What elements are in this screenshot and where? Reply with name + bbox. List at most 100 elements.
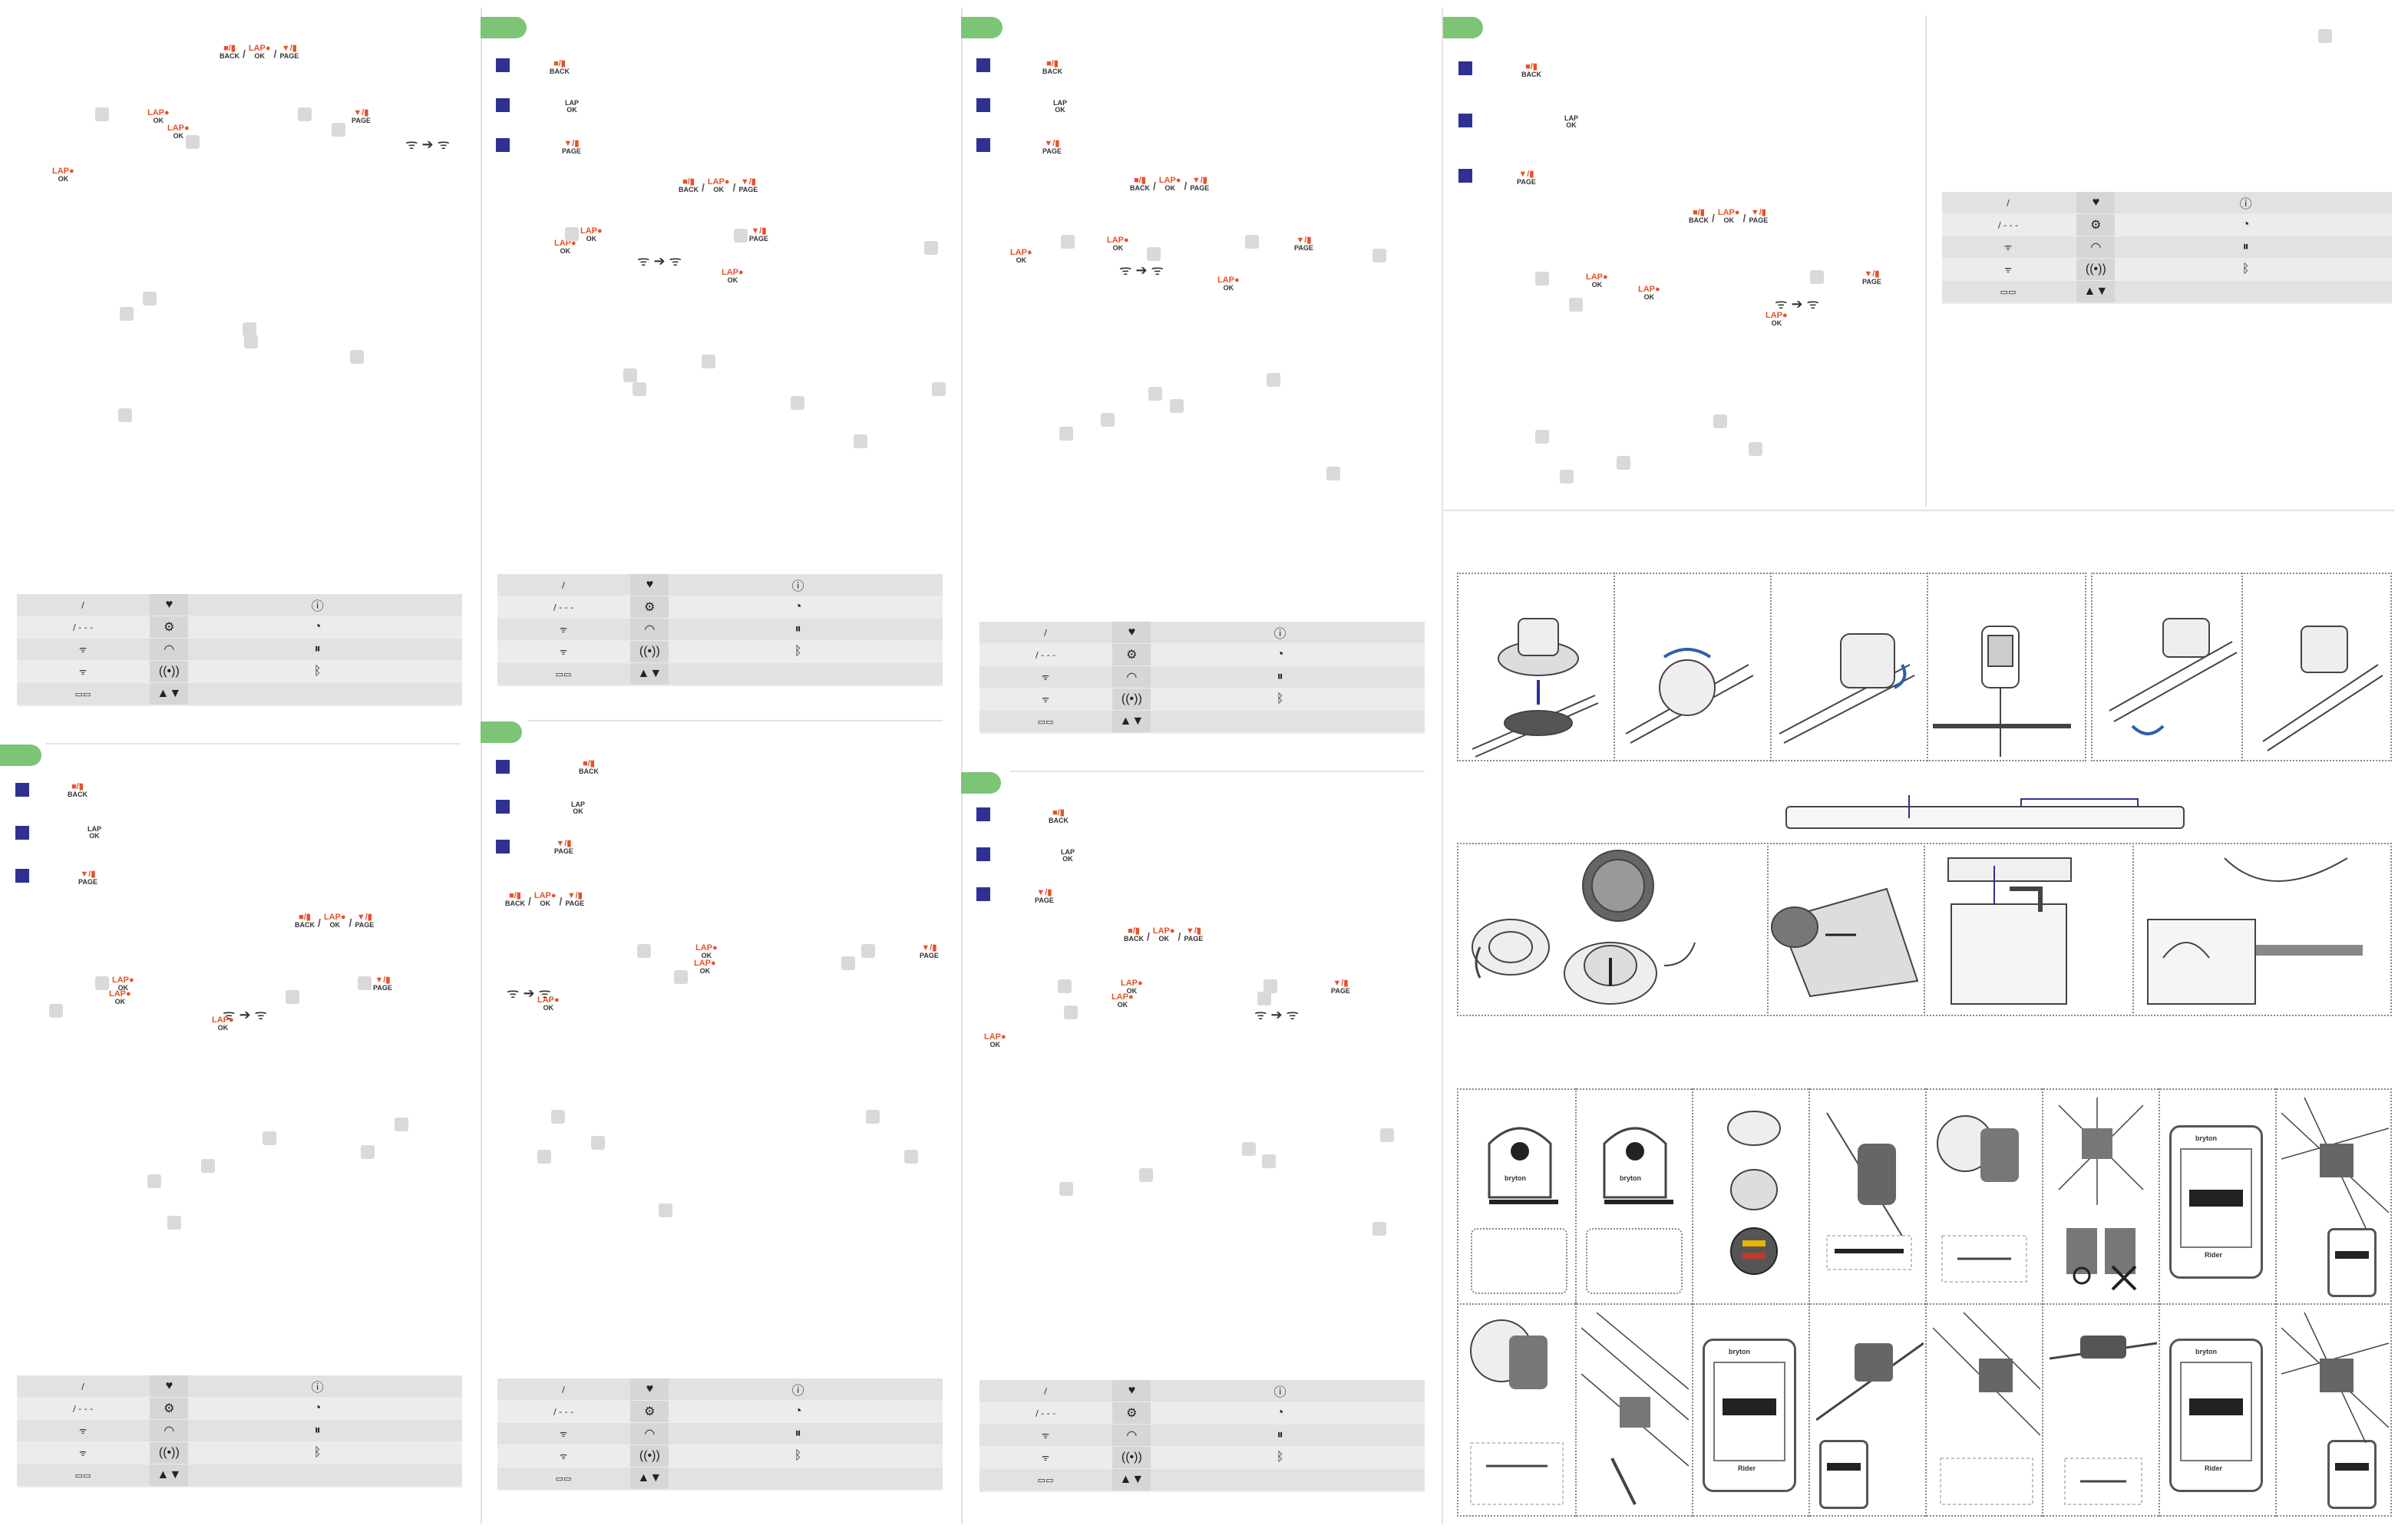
legend-icon: ⚙ — [630, 1401, 669, 1422]
inline-icon-placeholder — [120, 307, 134, 321]
divider — [1614, 573, 1615, 761]
legend-icon: ◠ — [2076, 236, 2116, 258]
inline-icon-placeholder — [637, 944, 651, 958]
sensor-mount-step — [1826, 1112, 1912, 1270]
legend-row: / - - -⚙◔ — [17, 616, 462, 638]
inline-icon-placeholder — [1139, 1168, 1153, 1182]
icon-legend-table: /♥ⓘ/ - - -⚙◔ᯤ◠⏸ᯤ((•))ᛒ▭▭▲▼ — [979, 622, 1425, 734]
legend-symbol: ᯤ — [559, 646, 568, 657]
inline-icon-placeholder — [263, 1131, 276, 1145]
inline-icon-placeholder — [1101, 413, 1115, 427]
zip-tie-detail — [1586, 1228, 1683, 1294]
device-model-label: Rider — [2205, 1464, 2223, 1472]
mount-drawings — [1472, 618, 2383, 758]
step-marker — [1458, 169, 1472, 183]
sensor-mount-step — [1816, 1342, 1924, 1421]
legend-icon: ᛒ — [794, 645, 802, 658]
legend-row: ᯤ◠⏸ — [1942, 236, 2392, 258]
button-row: ■/▮BACK/ LAP●OK/ ▼/▮PAGE — [679, 177, 758, 194]
divider — [1808, 1088, 1810, 1517]
cycling-computer-inset — [2327, 1440, 2377, 1509]
step-marker — [976, 887, 990, 901]
legend-row: ᯤ((•))ᛒ — [497, 641, 943, 662]
legend-row: /♥ⓘ — [17, 1375, 462, 1397]
legend-icon: ◔ — [1276, 648, 1284, 661]
step-marker — [976, 58, 990, 72]
inline-icon-placeholder — [95, 107, 109, 121]
legend-icon — [779, 663, 818, 685]
brand-logo: bryton — [1620, 1174, 1641, 1182]
legend-icon: ⓘ — [791, 580, 804, 593]
device-model-label: Rider — [1738, 1464, 1756, 1472]
page-button-icon: ▼/▮PAGE — [920, 943, 939, 959]
ok-button-icon: LAP●OK — [537, 995, 560, 1012]
sensor-to-signal-icon: ᯤ ➔ ᯤ — [1119, 262, 1164, 278]
step-marker — [496, 800, 510, 814]
legend-symbol: ▭▭ — [1037, 1474, 1054, 1485]
page-button-icon: ▼/▮PAGE — [1862, 269, 1881, 286]
divider — [1927, 573, 1928, 761]
legend-row: / - - -⚙◔ — [17, 1398, 462, 1419]
sensor-to-signal-icon: ᯤ ➔ ᯤ — [223, 1007, 267, 1022]
section-rule-2 — [528, 720, 943, 721]
cycling-computer-inset — [2327, 1228, 2377, 1297]
step-marker — [976, 847, 990, 861]
ok-button-icon: LAP●OK — [52, 167, 74, 183]
icon-legend-table: /♥ⓘ/ - - -⚙◔ᯤ◠⏸ᯤ((•))ᛒ▭▭▲▼ — [497, 574, 943, 686]
inline-icon-placeholder — [623, 368, 637, 382]
button-row: ■/▮BACK/ LAP●OK/ ▼/▮PAGE — [220, 44, 299, 61]
inline-icon-placeholder — [924, 241, 938, 255]
column-divider-3 — [1442, 8, 1443, 1524]
inline-icon-placeholder — [734, 229, 748, 243]
legend-symbol: / — [2007, 197, 2010, 208]
section-rule-3 — [1010, 771, 1425, 772]
divider — [2275, 1088, 2277, 1517]
sensor-mount-step — [2050, 1336, 2157, 1505]
icon-legend-table: /♥ⓘ/ - - -⚙◔ᯤ◠⏸ᯤ((•))ᛒ▭▭▲▼ — [17, 1375, 462, 1487]
legend-icon: ◔ — [1276, 1406, 1284, 1419]
legend-row: /♥ⓘ — [979, 1380, 1425, 1402]
legend-icon: ᛒ — [313, 1446, 322, 1459]
legend-icon — [1261, 1469, 1300, 1491]
legend-row: ᯤ◠⏸ — [17, 1420, 462, 1441]
inline-icon-placeholder — [1059, 1182, 1073, 1196]
screen-bar — [2335, 1251, 2369, 1259]
inline-icon-placeholder — [1147, 247, 1161, 261]
page-button-icon: ▼/▮PAGE — [1294, 236, 1313, 252]
step-marker — [15, 869, 29, 883]
inline-icon-placeholder — [1372, 1222, 1386, 1236]
inline-icon-placeholder — [866, 1110, 880, 1124]
inline-icon-placeholder — [1245, 235, 1259, 249]
legend-row: ▭▭▲▼ — [1942, 281, 2392, 302]
hrm-drawings — [1472, 850, 2363, 1005]
legend-icon: ⓘ — [791, 1385, 804, 1398]
screen-bar — [1723, 1398, 1776, 1415]
sensor-to-signal-icon: ᯤ ➔ ᯤ — [507, 986, 551, 1001]
ok-button-icon: LAP●OK — [1217, 276, 1240, 292]
legend-row: ▭▭▲▼ — [497, 1468, 943, 1489]
legend-icon: ᛒ — [1276, 1451, 1284, 1464]
legend-icon — [299, 683, 337, 705]
divider — [1457, 1303, 2392, 1305]
inline-icon-placeholder — [1148, 387, 1162, 401]
legend-icon: ⚙ — [2076, 214, 2116, 236]
legend-icon: ⓘ — [1273, 628, 1287, 641]
inline-icon-placeholder — [1242, 1142, 1256, 1156]
inline-icon-placeholder — [861, 944, 875, 958]
legend-row: ▭▭▲▼ — [17, 1464, 462, 1486]
legend-icon: ◔ — [794, 600, 802, 613]
hr-belt-strap — [1785, 806, 2185, 829]
legend-symbol: ᯤ — [78, 666, 88, 677]
section-tab — [481, 17, 527, 38]
legend-icon: ◔ — [313, 1402, 322, 1415]
legend-icon: ⏸ — [314, 642, 321, 655]
inline-icon-placeholder — [659, 1203, 672, 1217]
screen-bar — [1827, 1463, 1861, 1471]
ok-button-icon: LAP●OK — [984, 1032, 1006, 1048]
inline-icon-placeholder — [118, 408, 132, 422]
ok-button-icon: LAP●OK — [722, 268, 744, 284]
inline-icon-placeholder — [1267, 373, 1280, 387]
legend-row: /♥ⓘ — [1942, 192, 2392, 213]
inline-icon-placeholder — [95, 976, 109, 990]
legend-icon: ⏸ — [1277, 670, 1283, 683]
